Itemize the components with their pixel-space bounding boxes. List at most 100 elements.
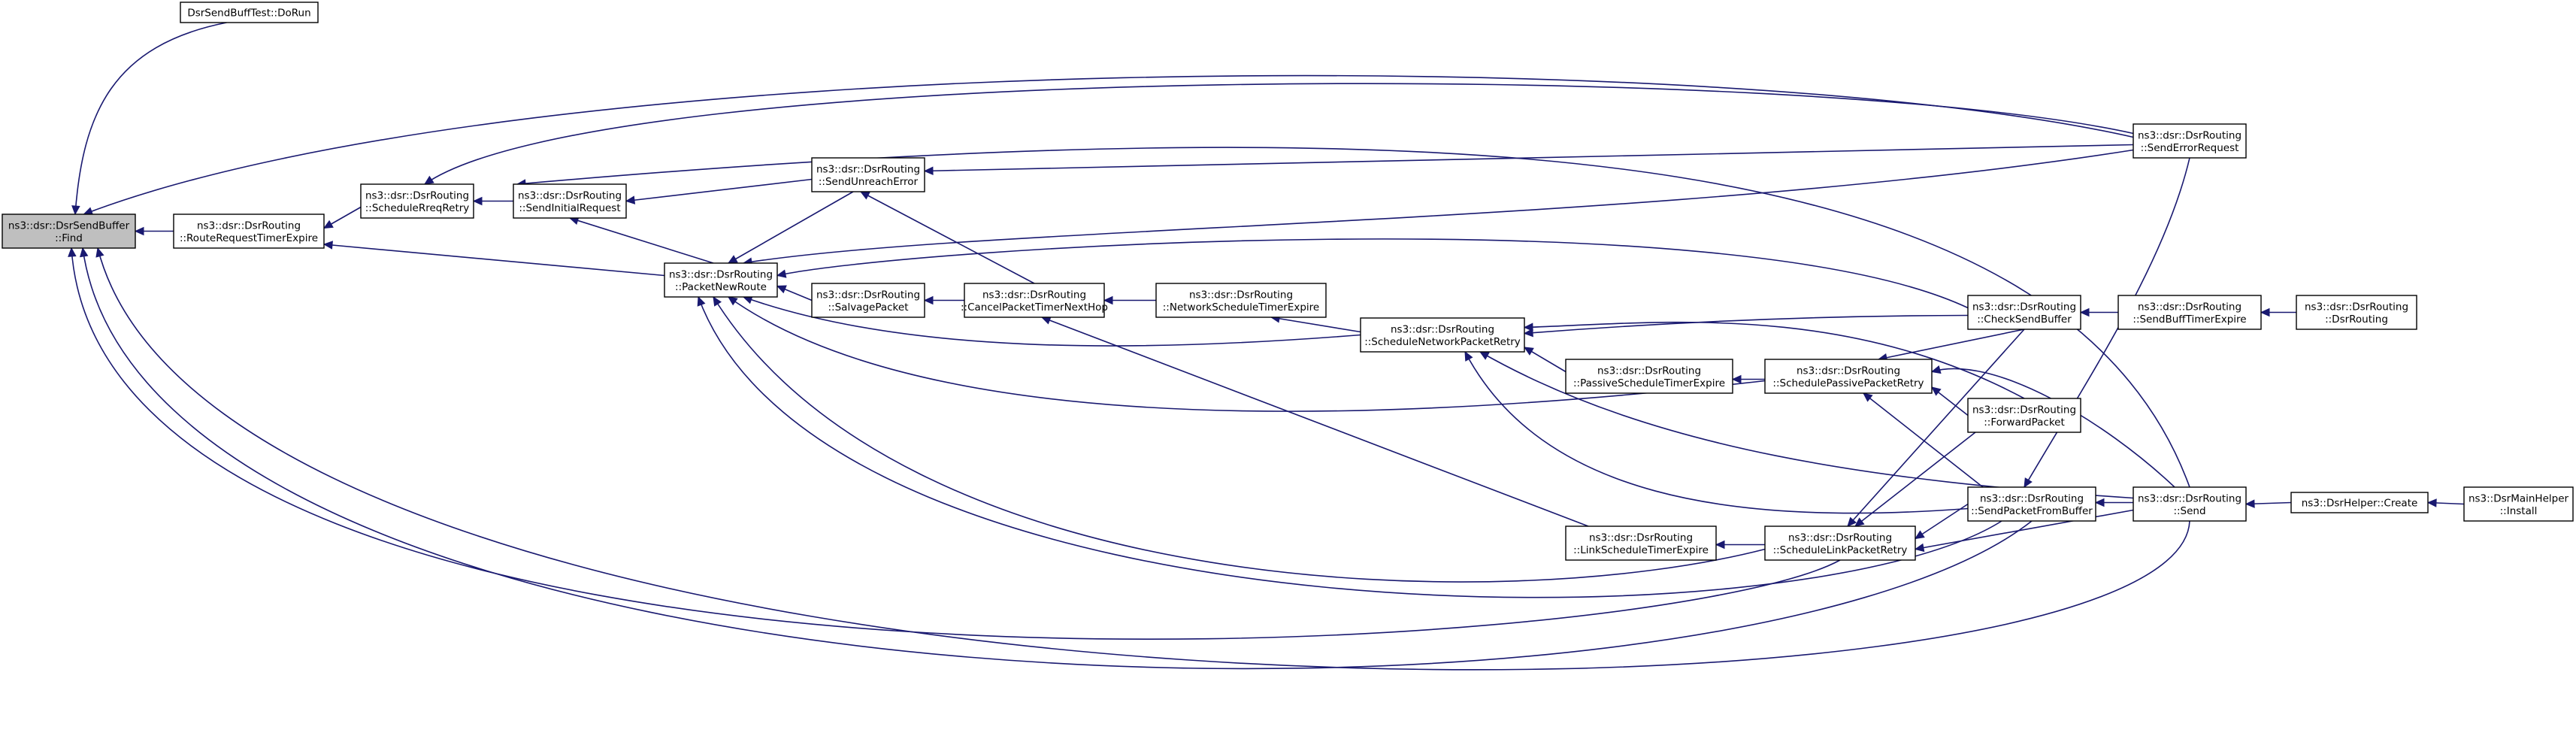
edge-layer — [68, 22, 2465, 671]
edge-line — [1524, 314, 1969, 335]
node-label-line: ns3::dsr::DsrRouting — [1797, 365, 1900, 377]
node-cptnh[interactable]: ns3::dsr::DsrRouting::CancelPacketTimerN… — [961, 283, 1108, 318]
node-fwd[interactable]: ns3::dsr::DsrRouting::ForwardPacket — [1967, 398, 2081, 433]
node-label-line: ns3::dsr::DsrRouting — [2138, 301, 2242, 313]
node-label-line: ns3::dsr::DsrRouting — [518, 189, 622, 201]
node-sue[interactable]: ns3::dsr::DsrRouting::SendUnreachError — [811, 157, 925, 192]
node-box — [1967, 295, 2081, 330]
edge-install-to-create — [2426, 498, 2465, 507]
edge-fwd-to-slpr — [1854, 432, 1976, 527]
edge-csb-to-sppr — [1877, 329, 2025, 362]
node-ser[interactable]: ns3::dsr::DsrRouting::SendErrorRequest — [2133, 123, 2247, 159]
edge-line — [83, 74, 2134, 215]
arrowhead — [1914, 530, 1925, 540]
edge-cptnh-to-sue — [859, 191, 1035, 284]
edge-line — [1464, 351, 1969, 514]
edge-sppr-to-pste — [1731, 374, 1765, 384]
node-label-line: ::SendErrorRequest — [2141, 142, 2239, 154]
node-ctor[interactable]: ns3::dsr::DsrRouting::DsrRouting — [2296, 295, 2417, 330]
node-nste[interactable]: ns3::dsr::DsrRouting::NetworkScheduleTim… — [1155, 283, 1327, 318]
edge-line — [743, 296, 1361, 347]
edge-csb-to-pnr — [776, 238, 1969, 309]
edge-line — [860, 191, 1035, 284]
arrowhead — [713, 295, 722, 307]
node-label-line: ns3::dsr::DsrRouting — [1980, 492, 2084, 504]
arrowhead — [472, 196, 483, 206]
node-sppr[interactable]: ns3::dsr::DsrRouting::SchedulePassivePac… — [1764, 359, 1933, 394]
arrowhead — [1479, 351, 1490, 360]
node-box — [2133, 486, 2247, 522]
node-box — [2290, 492, 2429, 513]
arrowhead — [79, 247, 89, 258]
edge-send-to-sppr — [1930, 365, 2175, 488]
arrowhead — [727, 255, 738, 264]
arrowhead — [1464, 350, 1473, 362]
node-dorun[interactable]: DsrSendBuffTest::DoRun — [180, 2, 319, 23]
node-create[interactable]: ns3::DsrHelper::Create — [2290, 492, 2429, 513]
node-find[interactable]: ns3::dsr::DsrSendBuffer::Find — [2, 214, 136, 249]
arrowhead — [697, 295, 706, 307]
node-box — [811, 157, 925, 192]
node-csb[interactable]: ns3::dsr::DsrRouting::CheckSendBuffer — [1967, 295, 2081, 330]
arrowhead — [1847, 516, 1857, 527]
node-box — [2, 214, 136, 249]
edge-srr-to-rrte — [322, 206, 362, 229]
node-label-line: ns3::dsr::DsrRouting — [816, 163, 920, 175]
node-box — [1565, 525, 1717, 561]
edge-spfb-to-snpr — [1464, 350, 1969, 514]
node-box — [1565, 359, 1733, 394]
edge-slpr-to-find — [68, 247, 1841, 640]
node-salv[interactable]: ns3::dsr::DsrRouting::SalvagePacket — [811, 283, 925, 318]
node-sir[interactable]: ns3::dsr::DsrRouting::SendInitialRequest — [513, 183, 627, 219]
node-label-line: ns3::dsr::DsrRouting — [1189, 289, 1293, 301]
edge-fwd-to-sppr — [1931, 386, 1969, 416]
node-label-line: ::SendBuffTimerExpire — [2133, 313, 2246, 326]
arrowhead — [728, 296, 738, 306]
node-pste[interactable]: ns3::dsr::DsrRouting::PassiveScheduleTim… — [1565, 359, 1733, 394]
node-label-line: ::CancelPacketTimerNextHop — [961, 301, 1108, 313]
arrowhead — [134, 226, 144, 236]
node-rrte[interactable]: ns3::dsr::DsrRouting::RouteRequestTimerE… — [173, 214, 325, 249]
edge-slpr-to-pnr — [713, 295, 1766, 583]
edge-fwd-to-snpr — [1523, 321, 2025, 399]
edge-dorun-to-find — [71, 22, 227, 216]
node-srr[interactable]: ns3::dsr::DsrRouting::ScheduleRreqRetry — [360, 183, 474, 219]
edge-line — [924, 144, 2134, 172]
node-install[interactable]: ns3::DsrMainHelper::Install — [2463, 486, 2574, 522]
edge-create-to-send — [2245, 499, 2292, 508]
node-label-line: ::SendPacketFromBuffer — [1971, 505, 2093, 517]
edge-line — [569, 217, 714, 264]
arrowhead — [1731, 374, 1742, 384]
node-slpr[interactable]: ns3::dsr::DsrRouting::ScheduleLinkPacket… — [1764, 525, 1916, 561]
edge-sppr-to-pnr — [728, 296, 1766, 412]
arrowhead — [2024, 477, 2033, 489]
arrowhead — [95, 247, 104, 258]
edge-ctor-to-sbte — [2260, 307, 2296, 317]
arrowhead — [68, 247, 77, 257]
edge-ser-to-srr — [423, 83, 2134, 185]
node-box — [1967, 398, 2081, 433]
node-lste[interactable]: ns3::dsr::DsrRouting::LinkScheduleTimerE… — [1565, 525, 1717, 561]
node-label-line: ns3::dsr::DsrRouting — [197, 220, 301, 232]
node-box — [2296, 295, 2417, 330]
node-send[interactable]: ns3::dsr::DsrRouting::Send — [2133, 486, 2247, 522]
edge-line — [1915, 509, 2134, 550]
node-snpr[interactable]: ns3::dsr::DsrRouting::ScheduleNetworkPac… — [1360, 317, 1525, 353]
node-box — [1967, 486, 2096, 522]
node-label-line: ::NetworkScheduleTimerExpire — [1163, 301, 1320, 313]
node-spfb[interactable]: ns3::dsr::DsrRouting::SendPacketFromBuff… — [1967, 486, 2096, 522]
node-label-line: ::LinkScheduleTimerExpire — [1573, 544, 1709, 556]
node-label-line: ::SendInitialRequest — [519, 202, 620, 214]
edge-line — [1915, 503, 1969, 540]
edge-pnr-to-sir — [568, 216, 714, 264]
node-box — [173, 214, 325, 249]
node-label-line: ::SchedulePassivePacketRetry — [1772, 377, 1924, 389]
edge-csb-to-snpr — [1523, 314, 1969, 338]
node-label-line: ns3::dsr::DsrRouting — [1788, 532, 1892, 544]
node-label-line: ::SendUnreachError — [819, 176, 919, 188]
arrowhead — [2094, 498, 2105, 507]
node-label-line: ns3::DsrMainHelper — [2469, 492, 2569, 504]
node-pnr[interactable]: ns3::dsr::DsrRouting::PacketNewRoute — [664, 262, 778, 298]
node-sbte[interactable]: ns3::dsr::DsrRouting::SendBuffTimerExpir… — [2117, 295, 2262, 330]
edge-line — [776, 238, 1969, 309]
